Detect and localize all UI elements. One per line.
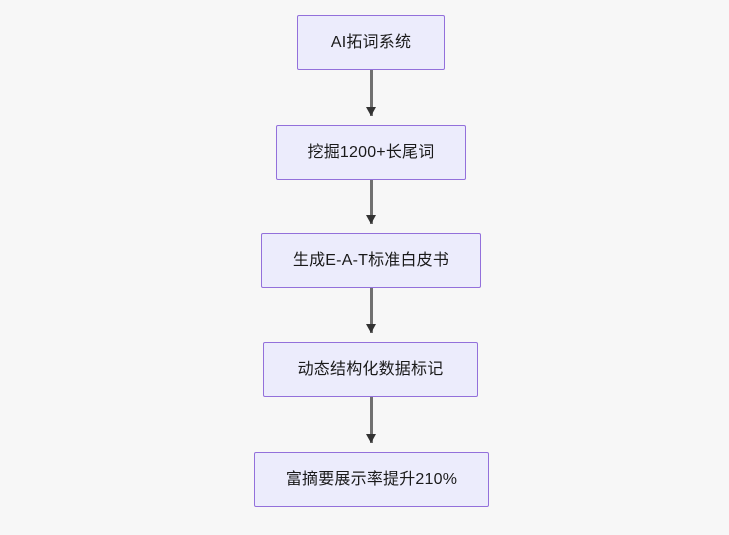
node-label: 挖掘1200+长尾词 [307, 143, 435, 161]
arrowhead-icon [366, 434, 376, 443]
flowchart-node-n3[interactable]: 生成E-A-T标准白皮书 [261, 233, 481, 288]
edge-n2-to-n3 [370, 180, 373, 224]
flowchart-node-n2[interactable]: 挖掘1200+长尾词 [276, 125, 466, 180]
node-label: 生成E-A-T标准白皮书 [292, 251, 450, 269]
flowchart-node-n1[interactable]: AI拓词系统 [297, 15, 445, 70]
flowchart-node-n4[interactable]: 动态结构化数据标记 [263, 342, 478, 397]
arrowhead-icon [366, 215, 376, 224]
flowchart-node-n5[interactable]: 富摘要展示率提升210% [254, 452, 489, 507]
node-label: 富摘要展示率提升210% [285, 470, 458, 488]
edge-n4-to-n5 [370, 397, 373, 443]
node-label: 动态结构化数据标记 [297, 360, 444, 378]
edge-n3-to-n4 [370, 288, 373, 333]
arrowhead-icon [366, 107, 376, 116]
arrowhead-icon [366, 324, 376, 333]
node-label: AI拓词系统 [330, 33, 412, 51]
edge-n1-to-n2 [370, 70, 373, 116]
